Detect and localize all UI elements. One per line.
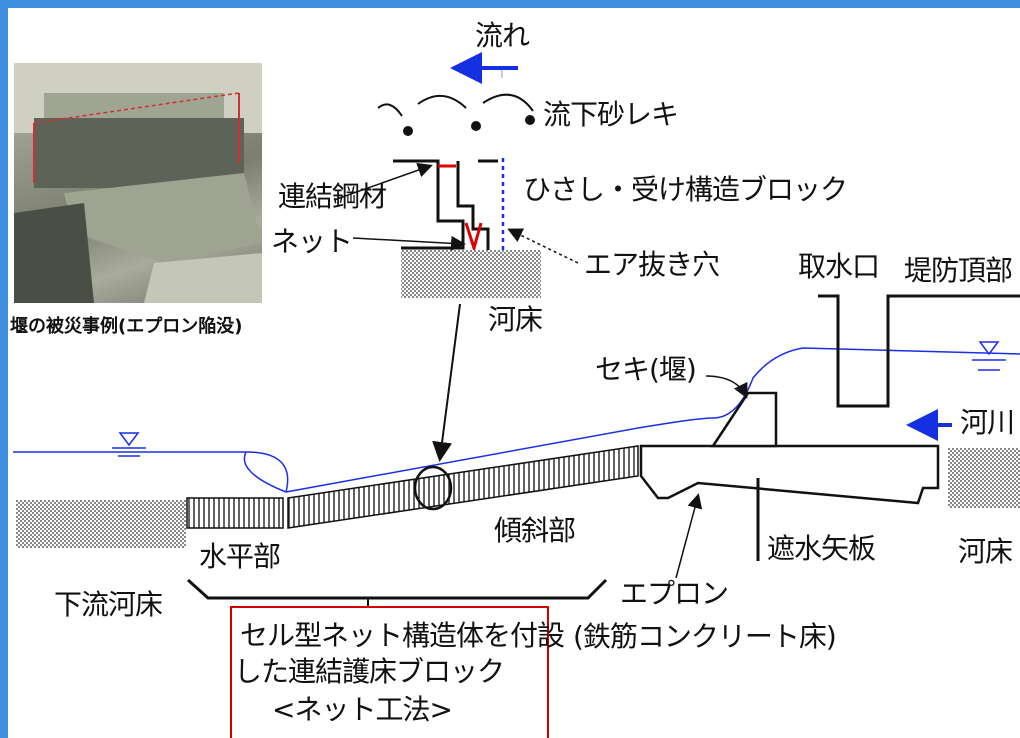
water-level-marker-upstream xyxy=(972,341,1006,371)
callout-line3: <ネット工法> xyxy=(272,693,453,726)
callout-line2: した連結護床ブロック xyxy=(234,655,505,688)
downstream-bed-label: 下流河床 xyxy=(54,588,163,621)
slope-label: 傾斜部 xyxy=(494,514,576,547)
weir-label: セキ(堰) xyxy=(595,353,697,386)
horizontal-label: 水平部 xyxy=(199,540,281,573)
net xyxy=(464,222,483,254)
weir-crest xyxy=(710,391,778,448)
leader-air-hole xyxy=(507,228,579,264)
intake xyxy=(818,294,903,408)
riverbed-label: 河床 xyxy=(488,303,543,336)
detail-circle xyxy=(413,465,453,511)
riverbed-detail xyxy=(401,250,541,298)
damage-photo-art xyxy=(14,63,262,303)
detail-pointer xyxy=(432,303,461,462)
diagram-canvas: 堰の被災事例(エプロン陥没) xyxy=(8,8,1020,738)
cutoff-label: 遮水矢板 xyxy=(767,532,876,565)
block-profile xyxy=(393,159,498,253)
leader-apron xyxy=(675,493,703,579)
sediment-label: 流下砂レキ xyxy=(543,98,679,131)
method-callout: セル型ネット構造体を付設 した連結護床ブロック <ネット工法> xyxy=(230,606,565,738)
eaves-block-label: ひさし・受け構造ブロック xyxy=(523,173,848,206)
steel-label: 連結鋼材 xyxy=(278,180,387,213)
flow-arrow xyxy=(450,52,518,84)
apron-label: エプロン xyxy=(620,577,729,610)
weir-diagram xyxy=(13,52,1020,608)
sediment-dot xyxy=(525,115,535,125)
horizontal-blocks xyxy=(186,497,284,529)
slope-blocks xyxy=(287,445,639,529)
net-label: ネット xyxy=(271,225,353,258)
riverbed-right-label: 河床 xyxy=(958,535,1013,568)
intake-label: 取水口 xyxy=(798,250,880,283)
air-hole-label: エア抜き穴 xyxy=(584,248,720,281)
sediment-dot xyxy=(403,126,413,136)
leader-weir xyxy=(705,375,748,399)
apron xyxy=(639,444,940,505)
callout-line1: セル型ネット構造体を付設 xyxy=(240,619,565,652)
leader-steel xyxy=(333,162,433,201)
photo-caption: 堰の被災事例(エプロン陥没) xyxy=(10,316,243,337)
downstream-water xyxy=(13,347,1020,493)
sediment-particles xyxy=(377,93,534,117)
damage-photo xyxy=(14,63,262,303)
bracket xyxy=(186,578,608,600)
sediment-dot xyxy=(471,121,481,131)
upstream-riverbed xyxy=(948,448,1020,508)
river-label: 河川 xyxy=(960,406,1015,439)
leader-net xyxy=(352,235,466,251)
flow-label: 流れ xyxy=(475,19,530,52)
downstream-riverbed xyxy=(16,500,186,548)
levee-crown-label: 堤防頂部 xyxy=(904,254,1013,287)
apron-sub-label: (鉄筋コンクリート床) xyxy=(573,620,837,653)
water-level-marker xyxy=(112,432,146,457)
